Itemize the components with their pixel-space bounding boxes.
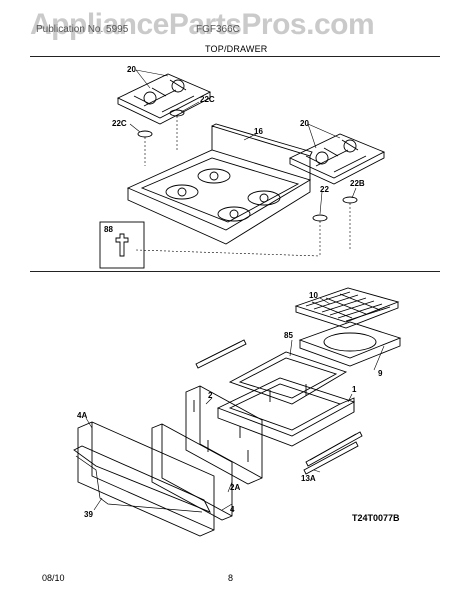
- section-title: TOP/DRAWER: [205, 44, 268, 54]
- publication-number: Publication No. 5995: [36, 24, 129, 35]
- callout-22c-lower: 22C: [112, 119, 127, 128]
- callout-10: 10: [309, 291, 318, 300]
- callout-22: 22: [320, 185, 329, 194]
- callout-1: 1: [352, 385, 357, 394]
- leader-lines-top: [129, 69, 357, 215]
- drawer-rail-left: [195, 339, 247, 369]
- diagram-code: T24T0077B: [352, 513, 400, 523]
- drawer-front: [73, 421, 215, 537]
- callout-20-right: 20: [300, 119, 309, 128]
- callout-2: 2: [208, 391, 213, 400]
- model-number: FGF366C: [196, 24, 240, 35]
- header-divider: [30, 56, 440, 57]
- callout-22c-upper: 22C: [200, 95, 215, 104]
- footer-page-number: 8: [228, 573, 234, 583]
- burner-grate-right: [288, 133, 386, 185]
- broiler-pan-insert: [294, 287, 400, 329]
- callout-2a: 2A: [230, 483, 240, 492]
- section-divider: [30, 271, 440, 272]
- callout-13a: 13A: [301, 474, 316, 483]
- drawer-body: [216, 377, 356, 447]
- callout-4a: 4A: [77, 411, 87, 420]
- assembly-lines-top: [135, 116, 351, 257]
- callout-9: 9: [378, 369, 383, 378]
- drawer-frame: [228, 351, 348, 405]
- callout-85: 85: [284, 331, 293, 340]
- burner-grate-left: [116, 73, 212, 125]
- drawer-rail-right: [303, 431, 363, 475]
- callout-4: 4: [230, 505, 235, 514]
- callout-22b: 22B: [350, 179, 365, 188]
- callout-39: 39: [84, 510, 93, 519]
- callout-88: 88: [104, 225, 113, 234]
- leader-lines-bottom: [85, 297, 385, 511]
- callout-16: 16: [254, 127, 263, 136]
- footer-date: 08/10: [42, 573, 65, 583]
- main-top-cooktop: [126, 123, 313, 245]
- watermark: AppliancePartsPros.com: [30, 8, 375, 41]
- inset-box-88: [99, 221, 145, 269]
- drawer-liner-panel: [151, 423, 233, 521]
- drawer-back-panel: [185, 385, 263, 485]
- broiler-pan: [298, 321, 402, 367]
- callout-20-left: 20: [127, 65, 136, 74]
